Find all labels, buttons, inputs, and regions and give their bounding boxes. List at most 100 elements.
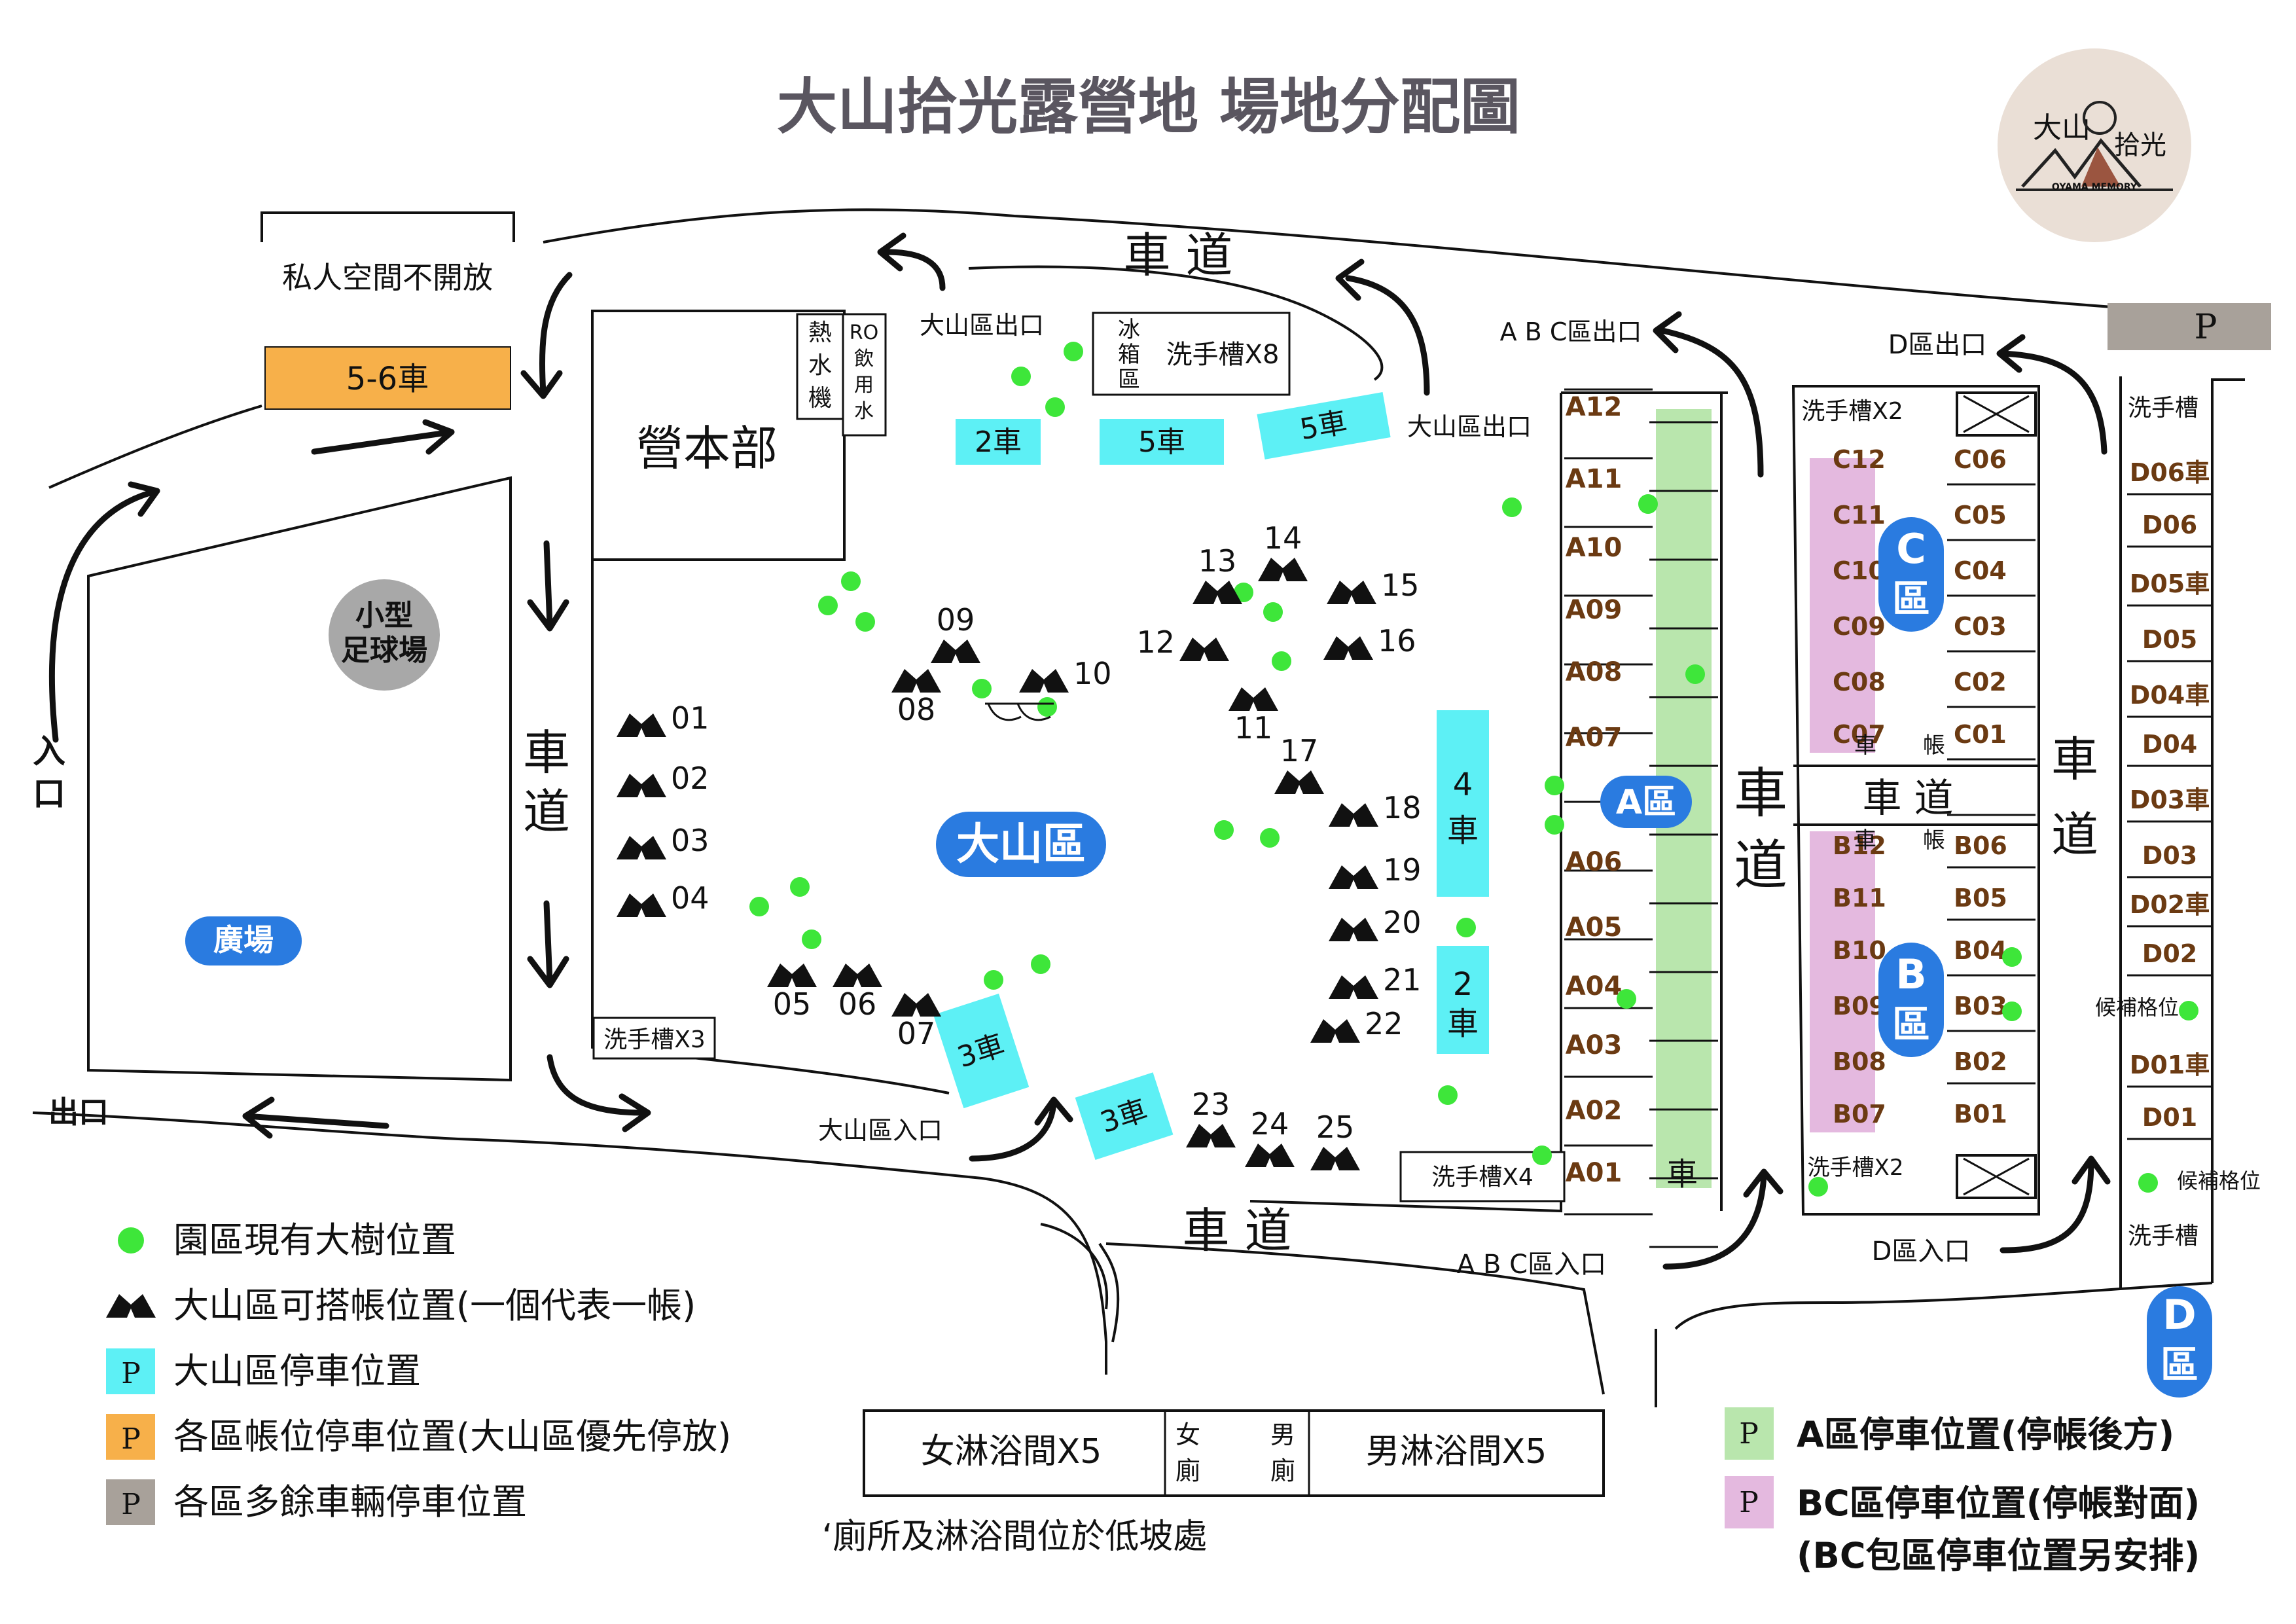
legend-text: 各區多餘車輛停車位置: [173, 1481, 527, 1523]
tent-icon: [1329, 865, 1378, 889]
tent-number: 16: [1378, 623, 1416, 659]
logo-text-right: 拾光: [2114, 130, 2166, 160]
lot-2-top-label: 2車: [975, 425, 1022, 459]
d-slot-label: D06: [2142, 511, 2197, 539]
tent-number: 10: [1073, 656, 1112, 691]
tree-marker: [1502, 497, 1522, 517]
tree-marker: [1011, 367, 1031, 386]
tent-number: 25: [1316, 1110, 1355, 1145]
b-slot-label: B04: [1954, 936, 2007, 965]
tent-icon: [617, 893, 666, 917]
c-slot-label: C03: [1954, 612, 2007, 641]
tent-icon: [1258, 558, 1308, 581]
tent-site: 06: [833, 964, 882, 1022]
c-slot-label: C08: [1833, 668, 1886, 696]
trees: [749, 342, 2198, 1197]
road-mid-label: 車 道: [1862, 776, 1953, 821]
b-slot-label: B07: [1833, 1100, 1886, 1128]
sink-d-bottom-label: 洗手槽: [2128, 1223, 2198, 1250]
c-slot-label: C11: [1833, 501, 1886, 530]
tent-site: 08: [891, 669, 941, 727]
a-slot-label: A06: [1566, 847, 1623, 877]
road-a-label-1: 車: [1734, 763, 1787, 825]
tent-site: 17: [1274, 733, 1324, 794]
sink-x3-box: [592, 1017, 716, 1060]
soccer-field: [329, 579, 440, 691]
tent-number: 18: [1383, 790, 1422, 825]
sink-x8-label: 洗手槽X8: [1166, 340, 1280, 370]
legend-right-extra: (BC包區停車位置另安排): [1797, 1535, 2200, 1576]
hammock-icon: [985, 702, 1054, 721]
tent-number: 12: [1136, 624, 1175, 660]
tent-site: 22: [1310, 1006, 1403, 1043]
lot-2-top: [956, 419, 1041, 465]
tent-icon: [1274, 770, 1324, 794]
tree-marker: [1638, 494, 1658, 514]
fridge-label-3: 區: [1118, 367, 1140, 393]
tent-number: 06: [838, 986, 877, 1022]
b-slot-label: B02: [1954, 1047, 2007, 1076]
tent-site: 10: [1019, 656, 1112, 693]
tent-number: 15: [1381, 568, 1420, 603]
d-slot-label: D01車: [2130, 1051, 2210, 1079]
fridge-sink-block: [1092, 312, 1291, 396]
legend-text: 各區帳位停車位置(大山區優先停放): [173, 1416, 731, 1457]
soccer-label-2: 足球場: [341, 634, 427, 667]
tree-marker: [1263, 602, 1283, 622]
a-slot-label: A03: [1566, 1030, 1623, 1060]
logo-subtitle: OYAMA MEMORY: [2052, 182, 2138, 192]
tent-icon: [1019, 669, 1069, 693]
tent-number: 22: [1365, 1006, 1403, 1041]
standby-label-1: 候補格位: [2095, 995, 2179, 1020]
b-slot-label: B10: [1833, 936, 1886, 965]
tent-number: 02: [671, 761, 709, 796]
parking-swatch-icon: [106, 1348, 155, 1394]
tent-icon: [891, 993, 941, 1017]
soccer-label-1: 小型: [355, 599, 413, 632]
entrance-label-1: 入: [33, 732, 65, 770]
b-slot-label: B12: [1833, 831, 1886, 860]
tree-marker: [1685, 664, 1705, 684]
d-slot-label: D04: [2142, 730, 2197, 759]
tent-number: 01: [671, 700, 709, 736]
lot-5a-label: 5車: [1138, 425, 1185, 459]
zone-b-label-1: B: [1895, 950, 1926, 998]
a-slot-label: A04: [1566, 971, 1623, 1001]
tent-icon: [1310, 1147, 1360, 1170]
tree-marker: [1260, 828, 1280, 848]
legend-item: 大山區可搭帳位置(一個代表一帳): [106, 1285, 696, 1326]
a-slot-label: A08: [1566, 657, 1623, 687]
lot-2-mid-label-1: 2: [1453, 966, 1473, 1003]
a-slot-label: A01: [1566, 1158, 1623, 1188]
tent-site: 25: [1310, 1110, 1360, 1170]
tent-number: 20: [1383, 905, 1422, 940]
zone-c-label-1: C: [1896, 525, 1926, 573]
tent-icon: [1329, 918, 1378, 941]
ro-water-label-1: RO: [850, 321, 878, 344]
parking-swatch-icon: [106, 1479, 155, 1525]
road-left-label-1: 車: [523, 725, 570, 780]
tent-site: 15: [1327, 568, 1420, 604]
d-slot-label: D05: [2142, 625, 2197, 654]
hot-water-machine: [796, 313, 844, 420]
tent-icon: [1179, 638, 1229, 661]
tree-marker: [1617, 989, 1636, 1009]
extra-parking-gray-label: P: [2195, 308, 2217, 347]
logo-text-left: 大山: [2033, 111, 2090, 145]
parking-swatch-icon: [1725, 1476, 1774, 1528]
dashan-exit-label-1: 大山區出口: [920, 311, 1044, 340]
b-slot-label: B06: [1954, 831, 2007, 860]
tent-site: 19: [1329, 852, 1422, 889]
c-slot-label: C09: [1833, 612, 1886, 641]
tree-marker: [1064, 342, 1083, 361]
lot-2-mid: [1437, 946, 1489, 1054]
tent-site: 23: [1186, 1087, 1236, 1147]
tree-marker: [790, 877, 810, 897]
tree-marker: [972, 679, 992, 698]
fridge-label-1: 冰: [1118, 317, 1140, 343]
tree-marker: [1808, 1177, 1828, 1197]
d-slot-label: D06車: [2130, 458, 2210, 487]
